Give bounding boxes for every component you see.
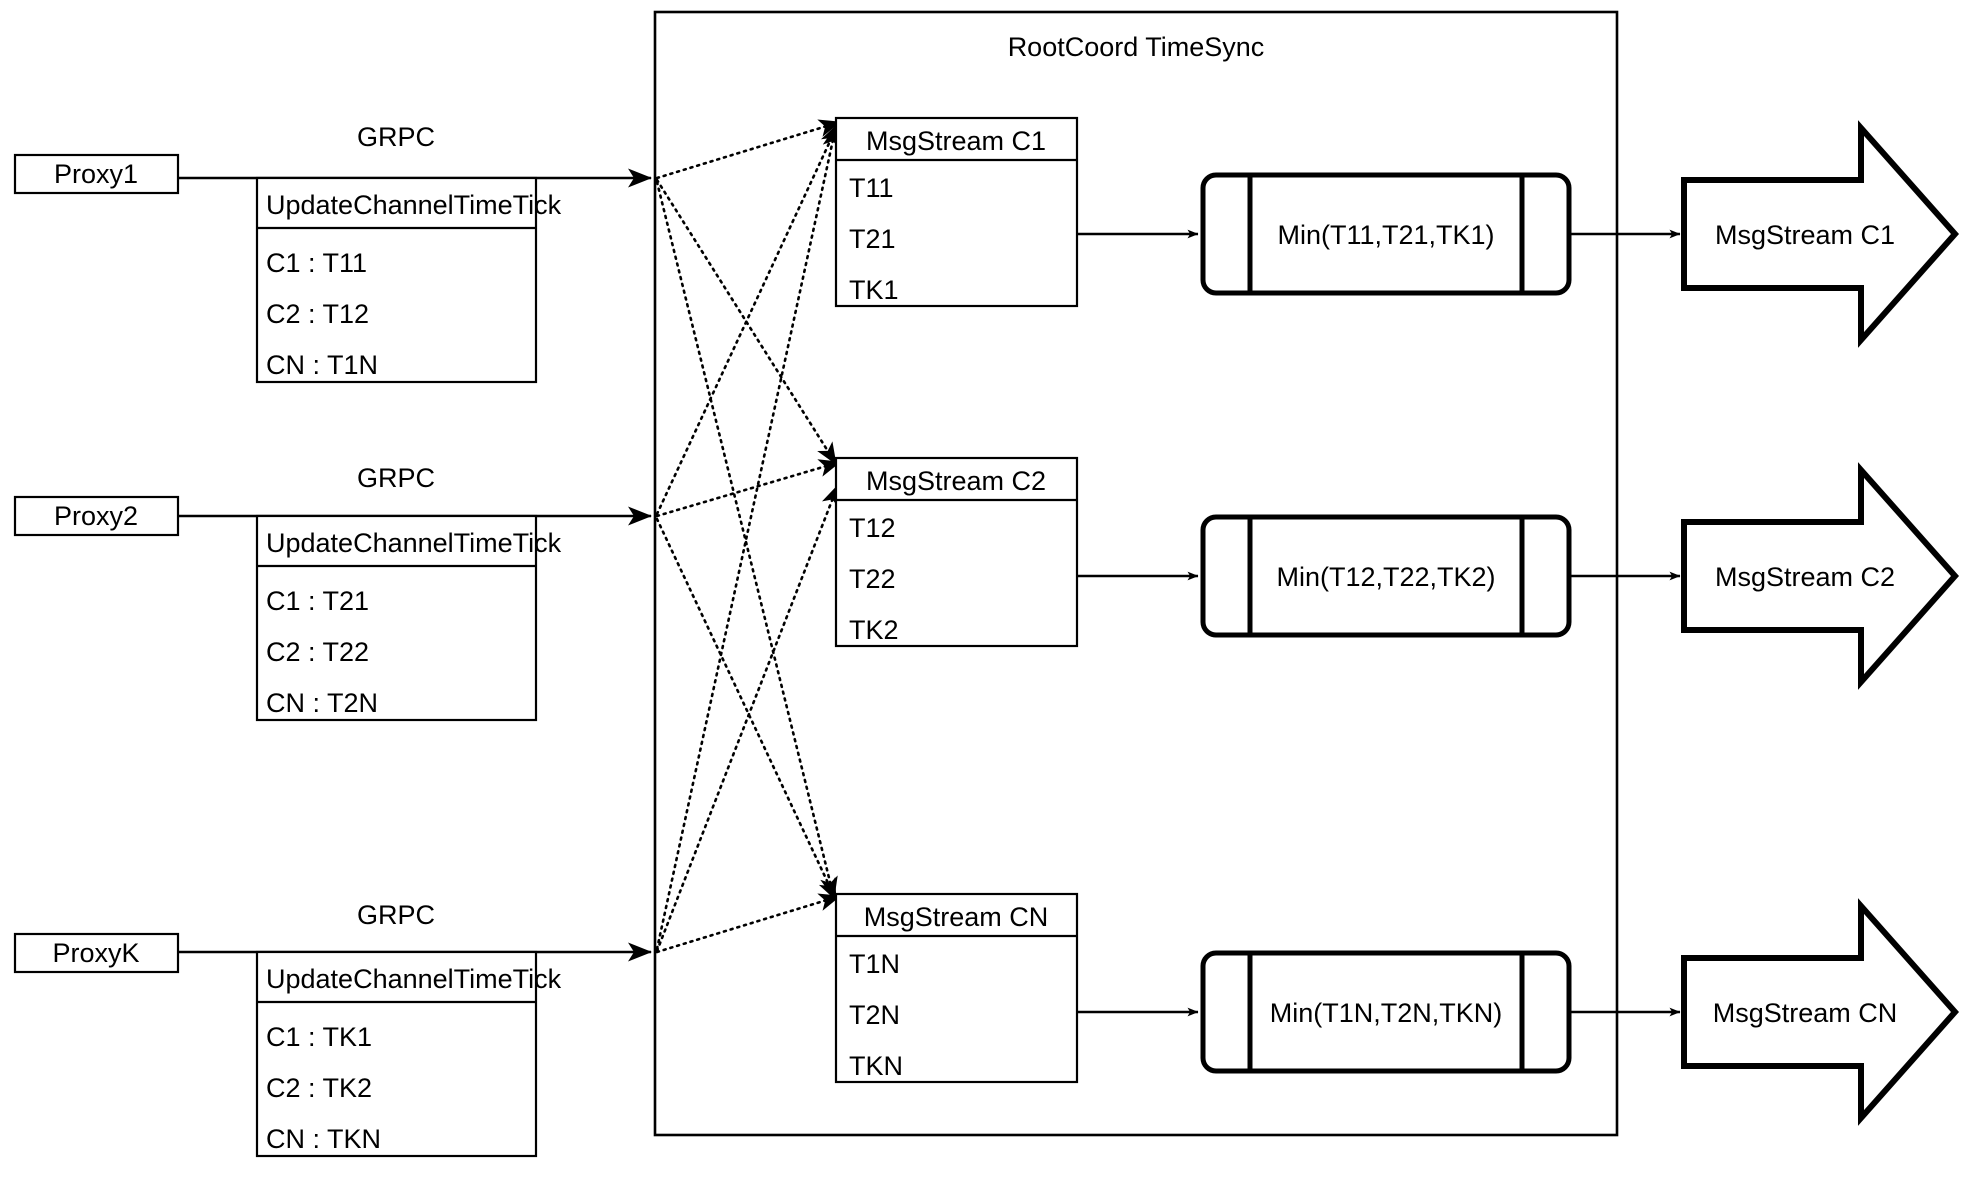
container-title: RootCoord TimeSync [1008,32,1265,62]
min-label-3: Min(T1N,T2N,TKN) [1270,998,1503,1028]
rpc-row-3-2: CN : TKN [266,1124,381,1154]
proxy-box-1[interactable] [13,153,180,195]
rpc-title-1: UpdateChannelTimeTick [266,190,562,220]
msgstream-row-2-0: T12 [849,513,896,543]
msgstream-row-1-2: TK1 [849,275,899,305]
rpc-row-2-1: C2 : T22 [266,637,369,667]
timetick-fanout-edges [655,119,842,954]
proxy-label-1: Proxy1 [54,159,138,189]
channel-group-1: MsgStream C1 T11 T21 TK1 Min(T11,T21,TK1… [834,116,1960,348]
msgstream-row-3-1: T2N [849,1000,900,1030]
rpc-box-3[interactable] [255,950,538,1158]
msgstream-row-3-2: TKN [849,1051,903,1081]
proxy-box-3[interactable] [13,932,180,974]
channel-group-2: MsgStream C2 T12 T22 TK2 Min(T12,T22,TK2… [834,456,1960,690]
rpc-row-1-0: C1 : T11 [266,248,367,278]
msgstream-row-1-1: T21 [849,224,896,254]
grpc-label-3: GRPC [357,900,435,930]
proxy-group-1: Proxy1 GRPC UpdateChannelTimeTick C1 : T… [13,122,652,384]
rpc-row-2-0: C1 : T21 [266,586,369,616]
grpc-label-2: GRPC [357,463,435,493]
msgstream-title-2: MsgStream C2 [866,466,1046,496]
msgstream-row-1-0: T11 [849,173,894,203]
output-block-arrow-2[interactable] [1681,462,1960,690]
rpc-box-2[interactable] [255,514,538,722]
proxy-group-3: ProxyK GRPC UpdateChannelTimeTick C1 : T… [13,900,652,1158]
rpc-row-2-2: CN : T2N [266,688,378,718]
msgstream-row-3-0: T1N [849,949,900,979]
rpc-title-3: UpdateChannelTimeTick [266,964,562,994]
msgstream-box-2[interactable] [834,456,1079,648]
output-label-3: MsgStream CN [1713,998,1898,1028]
output-label-2: MsgStream C2 [1715,562,1895,592]
min-label-1: Min(T11,T21,TK1) [1277,220,1494,250]
msgstream-row-2-1: T22 [849,564,896,594]
msgstream-title-1: MsgStream C1 [866,126,1046,156]
rpc-box-1[interactable] [255,176,538,384]
channel-group-3: MsgStream CN T1N T2N TKN Min(T1N,T2N,TKN… [834,892,1960,1126]
output-label-1: MsgStream C1 [1715,220,1895,250]
fanout-pk-c1 [655,124,841,951]
fanout-pk-c2 [655,483,840,953]
grpc-label-1: GRPC [357,122,435,152]
min-label-2: Min(T12,T22,TK2) [1276,562,1495,592]
rpc-row-3-1: C2 : TK2 [266,1073,372,1103]
output-block-arrow-3[interactable] [1681,898,1960,1126]
proxy-label-2: Proxy2 [54,501,138,531]
rpc-row-1-2: CN : T1N [266,350,378,380]
rpc-row-1-1: C2 : T12 [266,299,369,329]
msgstream-box-1[interactable] [834,116,1079,308]
proxy-label-3: ProxyK [52,938,139,968]
fanout-p2-c1 [655,122,840,516]
rpc-row-3-0: C1 : TK1 [266,1022,372,1052]
rpc-title-2: UpdateChannelTimeTick [266,528,562,558]
proxy-group-2: Proxy2 GRPC UpdateChannelTimeTick C1 : T… [13,463,652,722]
fanout-p2-cn [655,517,838,902]
msgstream-row-2-2: TK2 [849,615,899,645]
msgstream-box-3[interactable] [834,892,1079,1084]
output-block-arrow-1[interactable] [1681,120,1960,348]
msgstream-title-3: MsgStream CN [864,902,1049,932]
